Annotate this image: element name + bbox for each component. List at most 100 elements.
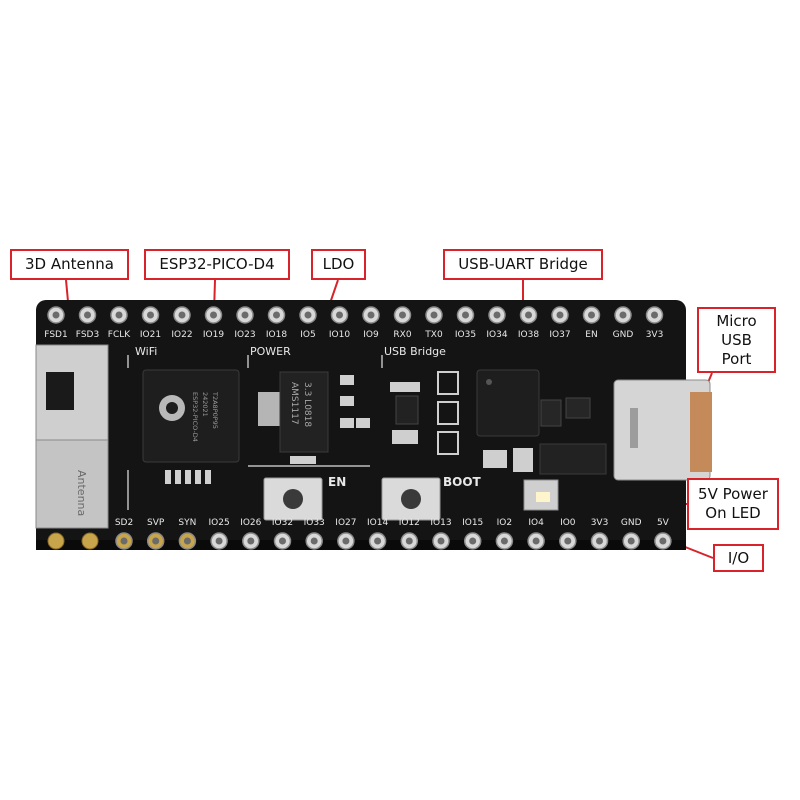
pin-hole (405, 537, 413, 545)
pin-hole (279, 537, 286, 545)
pin-label-3v3: 3V3 (591, 518, 609, 528)
micro-usb-port[interactable] (613, 379, 712, 481)
callout-micro-usb-port: Micro USB Port (697, 307, 776, 373)
antenna-module: Antenna (35, 344, 109, 529)
pin-hole (120, 537, 128, 545)
pin-label-io25: IO25 (208, 518, 229, 528)
bottom-pin-row: SD2 SVP SYN IO25 IO26 IO32 IO33 IO27 IO14 IO12 IO1… (47, 518, 672, 550)
pin-hole (374, 537, 382, 545)
pin-label-sd2: SD2 (115, 518, 133, 528)
pin-hole (304, 311, 312, 319)
callout-ldo: LDO (311, 249, 366, 280)
callout-esp32-pico: ESP32-PICO-D4 (144, 249, 290, 280)
pin-label-io27: IO27 (335, 518, 356, 528)
pin-hole (52, 311, 60, 319)
pin-label-io9: IO9 (363, 330, 379, 340)
wifi-label: WiFi (135, 345, 157, 358)
pin-label-io26: IO26 (240, 518, 261, 528)
en-button-label: EN (328, 475, 346, 489)
ldo-text-1: AMS1117 (289, 382, 299, 425)
pin-hole (273, 311, 280, 319)
callout-io: I/O (713, 544, 764, 572)
pin-hole (659, 537, 667, 545)
callout-3d-antenna: 3D Antenna (10, 249, 129, 280)
pin-hole (462, 311, 469, 319)
pin-hole (596, 537, 603, 545)
power-label: POWER (250, 345, 291, 358)
pin-label-5v: 5V (657, 518, 670, 528)
pin-hole (247, 537, 255, 545)
pin-pad-extra-2 (81, 532, 99, 550)
pin-hole (532, 537, 540, 545)
pin-hole (147, 311, 154, 319)
pin-label-fclk: FCLK (108, 330, 131, 340)
pin-label-io33: IO33 (304, 518, 325, 528)
pin-label-gnd: GND (621, 518, 642, 528)
ldo-regulator: AMS1117 3.3 L0818 (258, 371, 370, 464)
top-pin-row: FSD1 FSD3 FCLK IO21 IO22 IO19 IO23 IO18 IO5 IO10 I… (44, 306, 664, 340)
pin-hole (178, 311, 186, 319)
pin-label-3v3: 3V3 (646, 330, 664, 340)
pin-hole (367, 311, 375, 319)
pin-label-io13: IO13 (430, 518, 451, 528)
pin-label-io5: IO5 (300, 330, 315, 340)
pin-hole (627, 537, 635, 545)
silkscreen-lines (127, 355, 383, 510)
pin-hole (336, 311, 343, 319)
pin-label-io19: IO19 (203, 330, 224, 340)
pin-label-io4: IO4 (528, 518, 544, 528)
pin-label-io21: IO21 (140, 330, 161, 340)
pcb-edge-shadow (36, 540, 686, 550)
usb-side-components (483, 397, 607, 475)
pin-label-io23: IO23 (234, 330, 255, 340)
power-led (523, 479, 559, 511)
en-button[interactable] (263, 477, 323, 521)
resistor-array (165, 470, 211, 484)
pin-label-io12: IO12 (399, 518, 420, 528)
pin-hole (469, 537, 477, 545)
pin-hole (500, 537, 508, 545)
pin-hole (310, 537, 318, 545)
pin-hole (183, 537, 191, 545)
pin-hole (215, 537, 223, 545)
pico-chip-text-3: T2A8P0P95 (211, 391, 219, 429)
pin-label-io18: IO18 (266, 330, 287, 340)
boot-button[interactable] (381, 477, 441, 521)
pin-hole (342, 537, 350, 545)
pin-label-svp: SVP (147, 518, 165, 528)
pin-hole (651, 311, 658, 319)
pin-pad-extra-1 (47, 532, 65, 550)
pin-label-io38: IO38 (518, 330, 539, 340)
callout-usb-uart-bridge: USB-UART Bridge (443, 249, 603, 280)
ldo-text-2: 3.3 L0818 (302, 382, 312, 427)
usb-bridge-label: USB Bridge (384, 345, 446, 358)
pin-label-fsd3: FSD3 (76, 330, 99, 340)
pin-hole (564, 537, 572, 545)
pin-hole (84, 311, 91, 319)
pin-hole (241, 311, 249, 319)
pin-label-rx0: RX0 (393, 330, 411, 340)
pin-hole (152, 537, 160, 545)
pin-label-tx0: TX0 (424, 330, 443, 340)
pin-label-syn: SYN (178, 518, 196, 528)
antenna-silk-text: Antenna (75, 470, 88, 516)
pin-label-io22: IO22 (171, 330, 192, 340)
usb-bridge-components (390, 371, 459, 455)
pin-label-io32: IO32 (272, 518, 293, 528)
pin-label-io15: IO15 (462, 518, 483, 528)
esp32-pico-chip: ESP32-PICO-D4 242021 T2A8P0P95 (142, 369, 240, 463)
boot-button-label: BOOT (443, 475, 482, 489)
pin-label-io14: IO14 (367, 518, 388, 528)
pin-label-io0: IO0 (560, 518, 576, 528)
pin-label-io37: IO37 (549, 330, 570, 340)
pin-label-gnd: GND (613, 330, 634, 340)
pin-hole (556, 311, 564, 319)
pin-hole (493, 311, 501, 319)
pico-chip-text-2: 242021 (201, 392, 209, 417)
usb-uart-chip (476, 369, 540, 437)
pin-hole (437, 537, 445, 545)
callout-power-led: 5V Power On LED (687, 478, 779, 530)
pin-label-fsd1: FSD1 (44, 330, 67, 340)
pin-label-io10: IO10 (329, 330, 350, 340)
